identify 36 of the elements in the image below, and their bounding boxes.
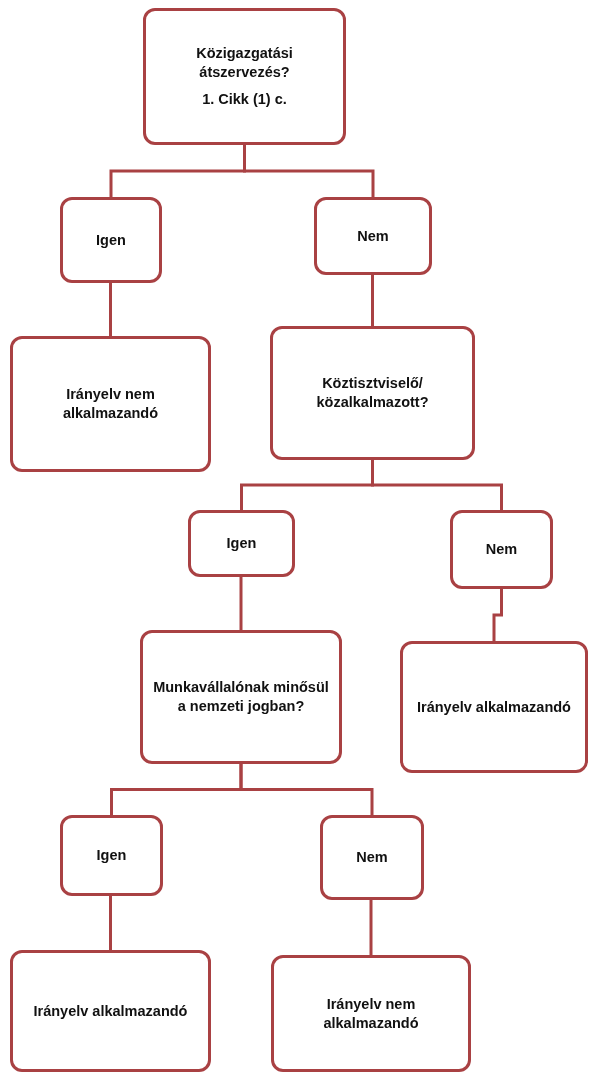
process-box — [60, 197, 162, 283]
process-box — [400, 641, 588, 773]
box-text: Munkavállalónak minősül a nemzeti jogban? — [153, 678, 329, 716]
box-text: Irányelv nem alkalmazandó — [61, 385, 160, 423]
process-box — [320, 815, 424, 900]
process-box — [140, 630, 342, 764]
box-text: Irányelv alkalmazandó — [417, 697, 571, 717]
box-text: Nem — [485, 540, 518, 559]
process-box — [60, 815, 163, 896]
box-text: Igen — [226, 534, 257, 553]
box-text: Köztisztviselő/ közalkalmazott? — [315, 374, 430, 412]
connector-line — [369, 900, 373, 955]
connector-line — [492, 589, 503, 641]
process-box — [188, 510, 295, 577]
connector-line — [243, 145, 375, 197]
process-box — [270, 326, 475, 460]
process-box — [450, 510, 553, 589]
box-text: Nem — [356, 848, 388, 867]
box-text: 1. Cikk (1) c. — [202, 89, 287, 109]
connector-line — [109, 283, 112, 336]
process-box — [314, 197, 432, 275]
process-box — [10, 336, 211, 472]
connector-line — [371, 275, 374, 326]
box-text: Igen — [96, 846, 127, 865]
connector-line — [371, 460, 503, 510]
box-text: Irányelv alkalmazandó — [33, 1001, 188, 1021]
box-text: Nem — [357, 226, 389, 246]
box-text: Irányelv nem alkalmazandó — [322, 994, 420, 1033]
box-text: Közigazgatási átszervezés? — [195, 44, 294, 82]
process-box — [271, 955, 471, 1072]
process-box — [143, 8, 346, 145]
connector-line — [109, 896, 112, 950]
connector-line — [239, 764, 374, 815]
box-text: Igen — [96, 230, 126, 250]
connector-line — [239, 577, 243, 630]
process-box — [10, 950, 211, 1072]
